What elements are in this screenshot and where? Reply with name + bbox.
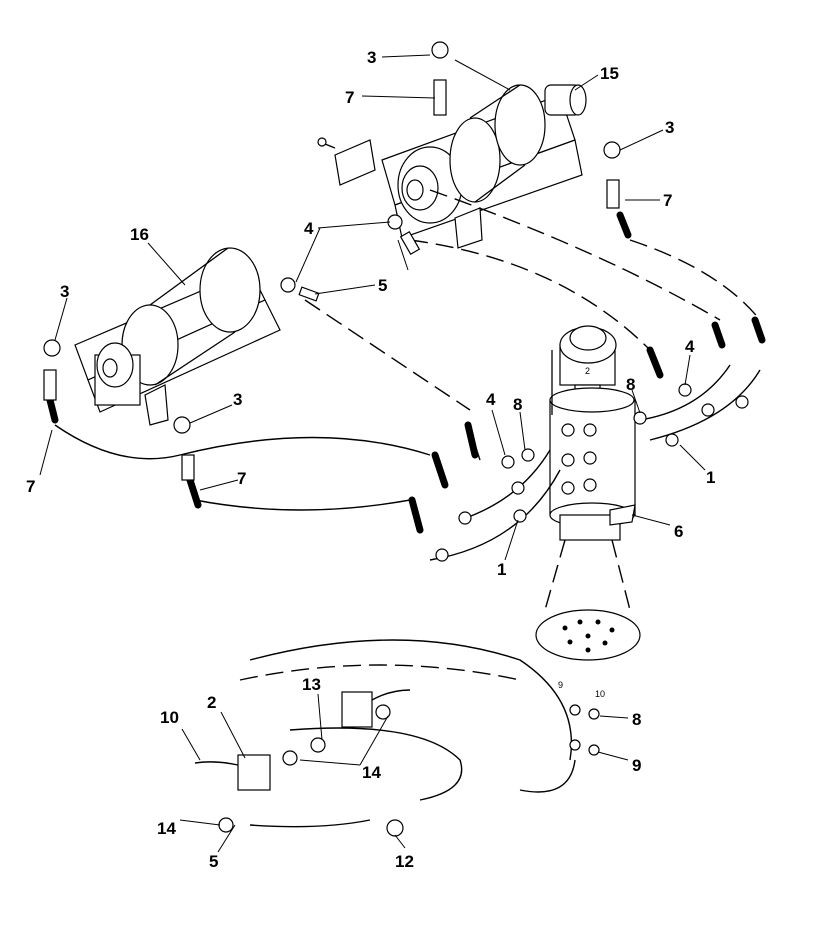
winch-assembly-16: [74, 247, 281, 426]
callout-14-left: 14: [157, 819, 176, 838]
callout-6: 6: [674, 522, 683, 541]
small-label-9: 9: [558, 680, 563, 690]
callout-3-mid: 3: [233, 390, 242, 409]
swivel-valve-assembly-6: 2: [535, 325, 641, 661]
callout-1-bottom: 1: [497, 560, 506, 579]
callout-labels: 3 15 7 3 7 4 16 5 3 4 8 3 4 8 1 7 7 6 1 …: [26, 48, 715, 871]
callout-8-right: 8: [626, 375, 635, 394]
small-label-10: 10: [595, 689, 605, 699]
callout-7-left: 7: [26, 477, 35, 496]
callout-7-right: 7: [663, 191, 672, 210]
callout-4-mid: 4: [486, 390, 496, 409]
callout-13: 13: [302, 675, 321, 694]
callout-7-mid: 7: [237, 469, 246, 488]
callout-9-bottom: 9: [632, 756, 641, 775]
callout-10: 10: [160, 708, 179, 727]
callout-8-bottom: 8: [632, 710, 641, 729]
callout-4-top: 4: [304, 219, 314, 238]
leader-lines: [39, 54, 706, 853]
callout-5-top: 5: [378, 276, 387, 295]
callout-3-left: 3: [60, 282, 69, 301]
callout-1-right: 1: [706, 468, 715, 487]
callout-3-right: 3: [665, 118, 674, 137]
callout-2: 2: [207, 693, 216, 712]
callout-5-bottom: 5: [209, 852, 218, 871]
callout-14-mid: 14: [362, 763, 381, 782]
callout-12: 12: [395, 852, 414, 871]
winch-assembly-15: [317, 84, 587, 249]
swivel-mark-label: 2: [585, 366, 590, 376]
callout-15: 15: [600, 64, 619, 83]
hydraulic-hoses: [46, 189, 766, 828]
callout-16: 16: [130, 225, 149, 244]
callout-8-mid: 8: [513, 395, 522, 414]
callout-4-right: 4: [685, 337, 695, 356]
callout-3-top: 3: [367, 48, 376, 67]
callout-7-top: 7: [345, 88, 354, 107]
